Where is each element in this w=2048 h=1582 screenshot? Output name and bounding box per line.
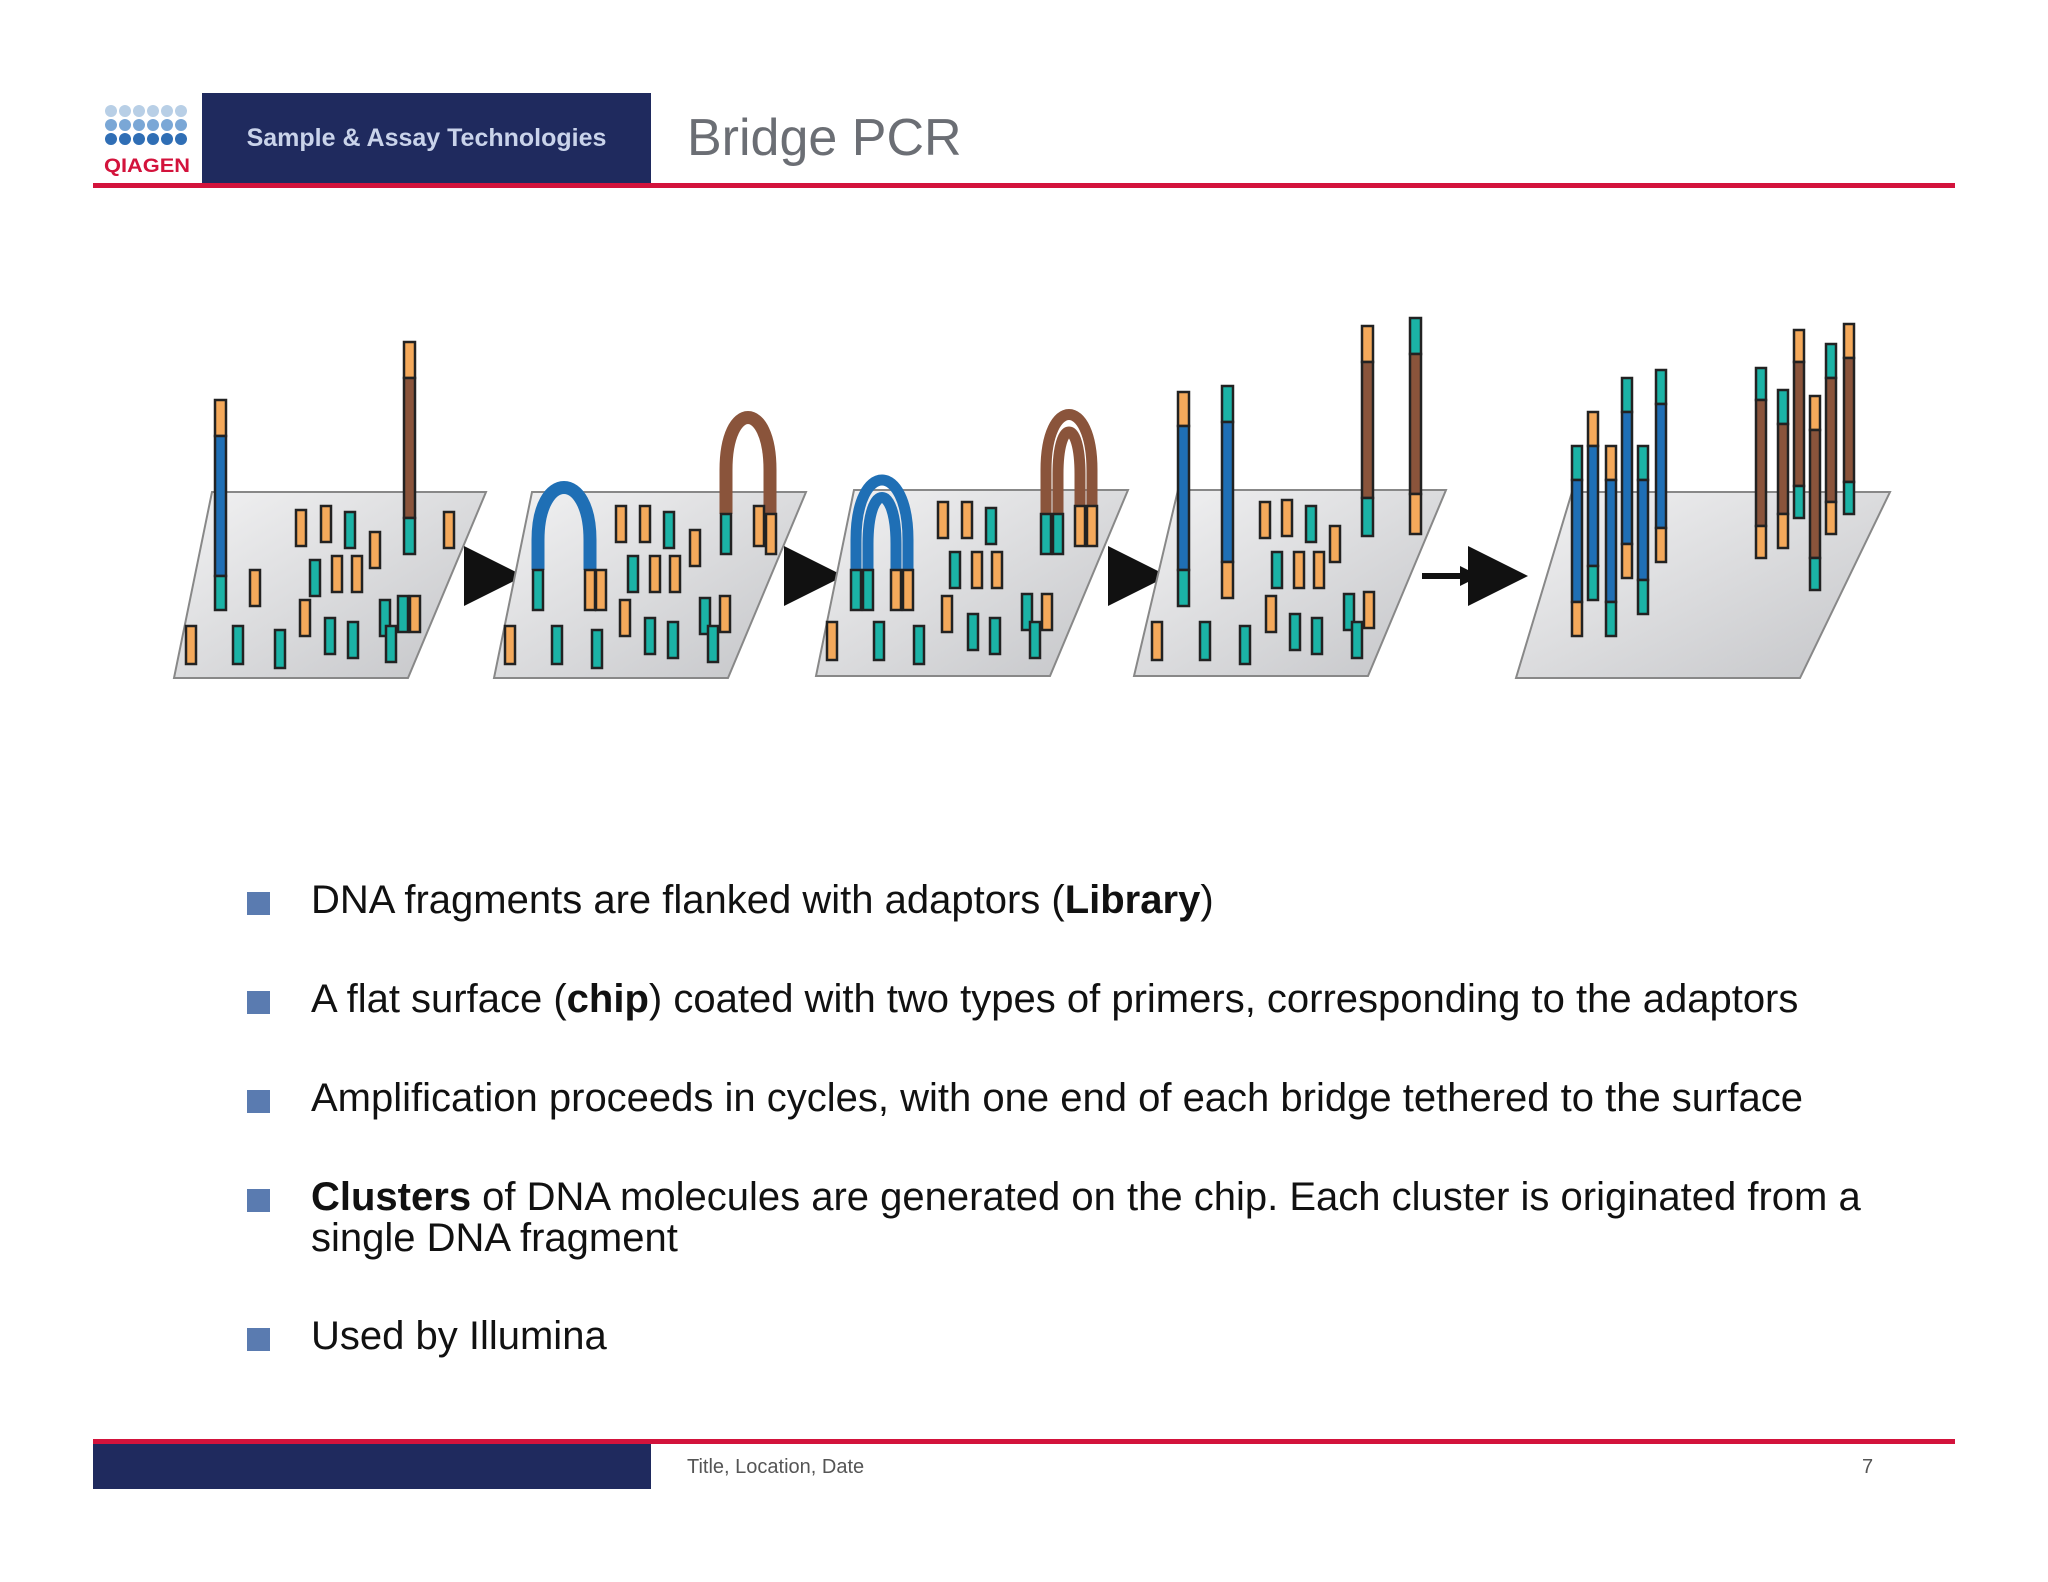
footer-rule [93, 1439, 1955, 1444]
bullet-text: ) coated with two types of primers, corr… [648, 977, 1799, 1021]
bullet-text: of DNA molecules are generated on the ch… [311, 1175, 1861, 1260]
bullet-bold-term: Library [1064, 878, 1201, 922]
chip-panel-2 [492, 411, 808, 679]
logo-wordmark: QIAGEN [104, 156, 190, 176]
bullet-item-illumina: Used by Illumina [245, 1316, 607, 1357]
footer-bar [93, 1444, 651, 1489]
logo-dots [105, 105, 187, 145]
chip-panel-4 [1132, 316, 1448, 677]
chip-panel-5 [1514, 322, 1892, 679]
bullet-text: Amplification proceeds in cycles, with o… [311, 1076, 1803, 1120]
bullet-item-amplification: Amplification proceeds in cycles, with o… [245, 1078, 1803, 1119]
bullet-square-icon [247, 991, 270, 1014]
chip-panel-1 [172, 340, 488, 679]
bullet-square-icon [247, 1328, 270, 1351]
bullet-item-clusters: Clusters of DNA molecules are generated … [245, 1177, 1961, 1259]
page-title: Bridge PCR [687, 109, 962, 167]
bullet-text: ) [1200, 878, 1214, 922]
bridge-pcr-diagram [172, 316, 1892, 679]
bullet-square-icon [247, 1090, 270, 1113]
bullet-bold-term: Clusters [311, 1175, 472, 1219]
brand-bar: Sample & Assay Technologies [202, 93, 651, 183]
page-number: 7 [1862, 1456, 1874, 1478]
brand-label: Sample & Assay Technologies [246, 123, 607, 152]
bullet-bold-term: chip [566, 977, 649, 1021]
bullet-item-chip: A flat surface (chip) coated with two ty… [245, 979, 1798, 1020]
qiagen-logo: QIAGEN [104, 105, 190, 176]
chip-panel-3 [814, 409, 1130, 677]
bullet-square-icon [247, 892, 270, 915]
bullet-text: DNA fragments are flanked with adaptors … [311, 878, 1065, 922]
bullet-square-icon [247, 1189, 270, 1212]
header-rule [93, 183, 1955, 188]
bullet-item-library: DNA fragments are flanked with adaptors … [245, 880, 1214, 921]
bullet-text: Used by Illumina [311, 1314, 607, 1358]
bullet-text: A flat surface ( [311, 977, 567, 1021]
footer-text: Title, Location, Date [687, 1456, 865, 1478]
